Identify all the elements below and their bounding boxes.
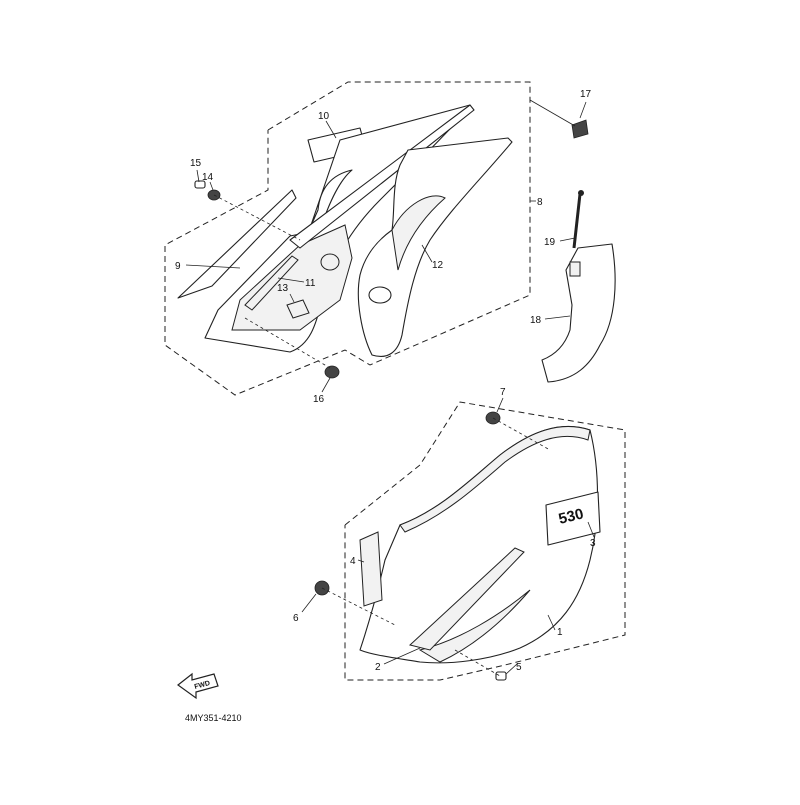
fwd-arrow-icon: FWD (177, 672, 219, 700)
part-9-stripe (177, 189, 297, 299)
leader-10 (325, 120, 337, 139)
upper-cover-inner (231, 224, 353, 331)
callout-18: 18 (530, 315, 542, 326)
part-13-clip (286, 299, 310, 319)
part-3-emblem: 530 (545, 491, 601, 546)
part-16-grommet (324, 365, 340, 379)
callout-16: 16 (313, 394, 325, 405)
leader-11 (277, 277, 305, 283)
leader-15 (196, 169, 200, 183)
part-17-clip (571, 119, 589, 139)
part-1-top-edge (399, 426, 591, 533)
part-18-plate (541, 243, 616, 383)
callout-7: 7 (500, 387, 506, 398)
guide-14 (213, 194, 301, 241)
callout-15: 15 (190, 158, 202, 169)
callout-5: 5 (516, 662, 522, 673)
part-11-damper (244, 255, 299, 311)
callout-12: 12 (432, 260, 444, 271)
leader-7 (496, 397, 504, 413)
leader-2 (383, 647, 421, 665)
part-12-trim (391, 195, 446, 271)
leader-3 (587, 521, 595, 538)
part-4-damper (359, 531, 383, 607)
callout-8: 8 (537, 197, 543, 208)
leader-1 (547, 614, 556, 631)
diagram-code: 4MY351-4210 (185, 713, 242, 723)
leader-14 (209, 181, 214, 191)
leader-4 (357, 559, 365, 563)
leader-17 (579, 101, 587, 119)
callout-17: 17 (580, 89, 592, 100)
leader-16 (321, 377, 331, 393)
leader-19 (559, 237, 576, 242)
leader-9 (185, 264, 241, 269)
callout-1: 1 (557, 627, 563, 638)
guide-16 (244, 317, 331, 369)
part-15-screw (194, 180, 206, 189)
callout-19: 19 (544, 237, 556, 248)
guide-5 (454, 649, 501, 677)
callout-6: 6 (293, 613, 299, 624)
guide-7 (492, 417, 551, 451)
part-12-hole (368, 286, 392, 304)
leader-12 (421, 244, 433, 263)
leader-17-guide (529, 99, 576, 127)
callout-11: 11 (305, 278, 316, 289)
upper-grommet (320, 253, 340, 271)
callout-3: 3 (590, 538, 596, 549)
callout-4: 4 (350, 556, 356, 567)
part-5-screw (495, 671, 507, 681)
leader-18 (544, 315, 571, 320)
callout-13: 13 (277, 283, 289, 294)
group-8-boundary (164, 81, 531, 396)
leader-5 (505, 663, 518, 675)
part-19-band-head (578, 190, 584, 196)
part-19-band (572, 193, 582, 249)
part-18-tab (569, 261, 581, 277)
part-2-stripe (408, 547, 525, 651)
emblem-text: 530 (557, 505, 585, 528)
callout-9: 9 (175, 261, 181, 272)
fwd-label: FWD (194, 680, 211, 691)
callout-14: 14 (202, 172, 214, 183)
group-1-boundary (344, 401, 626, 681)
callout-2: 2 (375, 662, 381, 673)
leader-13 (289, 293, 295, 303)
leader-6 (301, 593, 317, 613)
guide-6 (321, 587, 396, 626)
callout-10: 10 (318, 111, 330, 122)
part-1-lower-flare (418, 589, 531, 663)
